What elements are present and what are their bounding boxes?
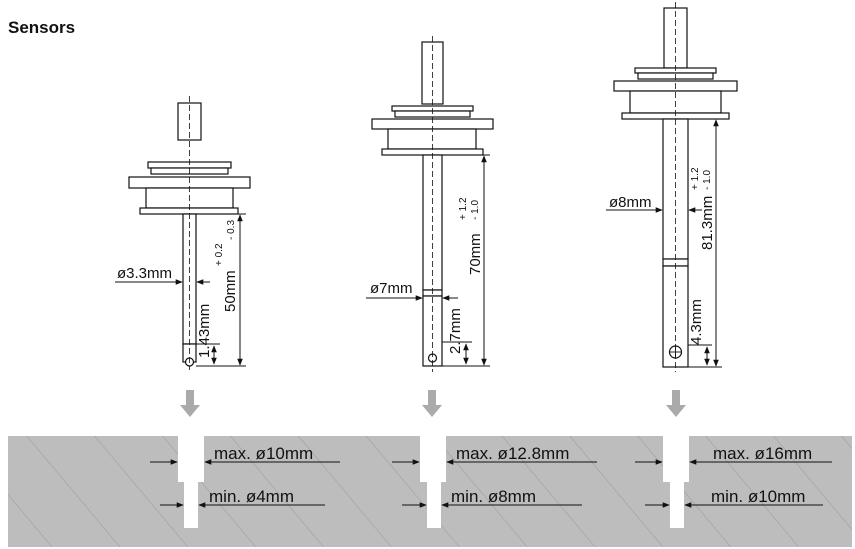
hole-2-narrow (427, 482, 441, 528)
sensor-1-tolerance-minus: - 0.3 (226, 220, 237, 240)
hole-1-wide (178, 436, 204, 482)
down-arrow-2 (422, 390, 442, 417)
sensor-3-dimensions (606, 118, 722, 368)
hole-3-wide (663, 436, 689, 482)
sensor-2-dimensions (366, 154, 490, 367)
sensor-2-tolerance-plus: + 1.2 (458, 197, 469, 220)
mounting-holes (178, 436, 689, 528)
insertion-arrows (180, 390, 686, 417)
hole-2-min-label: min. ø8mm (451, 487, 536, 506)
sensor-2-drawing (371, 36, 494, 372)
hole-1-min-label: min. ø4mm (209, 487, 294, 506)
sensor-3-drawing (613, 2, 738, 372)
hole-dimensions (150, 459, 832, 508)
sensor-3-length-label: 81.3mm (699, 196, 716, 250)
hole-2-wide (420, 436, 446, 482)
sensor-1-dimensions (115, 213, 246, 367)
hole-3-max-label: max. ø16mm (713, 444, 812, 463)
sensor-1-drawing (128, 96, 251, 370)
sensor-2-diameter-label: ø7mm (370, 280, 413, 297)
hole-1-narrow (184, 482, 198, 528)
sensor-2-tolerance-minus: - 1.0 (470, 200, 481, 220)
down-arrow-3 (666, 390, 686, 417)
sensor-3-tolerance-minus: - 1.0 (702, 170, 713, 190)
sensor-3-tolerance-plus: + 1.2 (690, 167, 701, 190)
sensor-3-tip-length-label: 4.3mm (688, 299, 705, 345)
hole-1-max-label: max. ø10mm (214, 444, 313, 463)
sensor-2-tip-length-label: 2.7mm (447, 308, 464, 354)
down-arrow-1 (180, 390, 200, 417)
sensor-1-tip-length-label: 1.43mm (196, 304, 213, 358)
sensor-3-diameter-label: ø8mm (609, 194, 652, 211)
page-title: Sensors (8, 18, 76, 37)
sensor-1-diameter-label: ø3.3mm (117, 265, 172, 282)
sensor-1-length-label: 50mm (222, 270, 239, 312)
hole-3-narrow (670, 482, 684, 528)
hole-2-max-label: max. ø12.8mm (456, 444, 569, 463)
hole-3-min-label: min. ø10mm (711, 487, 805, 506)
sensor-2-length-label: 70mm (467, 233, 484, 275)
sensor-1-tolerance-plus: + 0.2 (214, 243, 225, 266)
